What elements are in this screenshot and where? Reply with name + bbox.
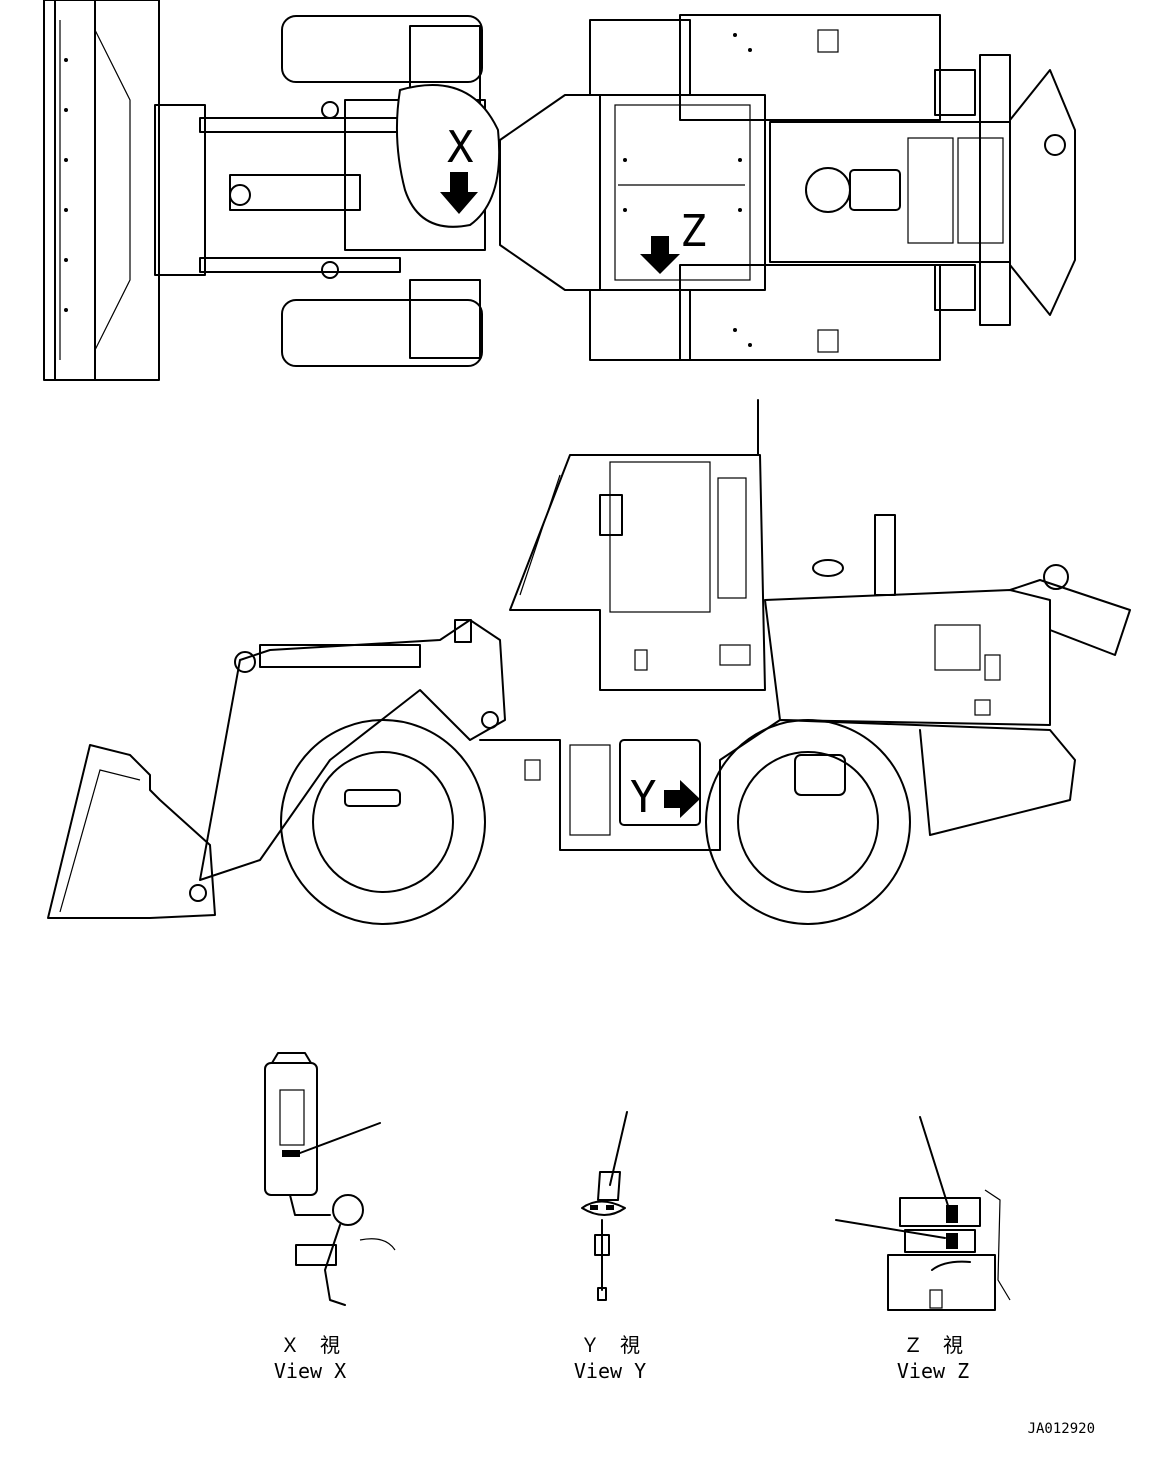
view-x-caption-jp: Ｘ 視 [280, 1333, 340, 1357]
arrow-down-icon [640, 236, 680, 274]
drawing-number: JA012920 [1028, 1421, 1095, 1437]
view-captions: Ｘ 視 View X Ｙ 視 View Y Ｚ 視 View Z [274, 1333, 969, 1383]
detail-view-y [581, 1111, 628, 1301]
callout-y-label: Y [630, 772, 657, 823]
cab-top: Z [499, 19, 766, 361]
lift-arms-top [199, 101, 401, 279]
view-z-caption: View Z [897, 1359, 969, 1383]
callout-y-box: Y [619, 739, 701, 826]
lift-cylinder [259, 644, 421, 668]
leader-line [835, 1219, 946, 1239]
detail-view-z [835, 1116, 1011, 1311]
front-tire-side [280, 719, 486, 925]
side-view: Y [47, 399, 1131, 925]
frame-side [479, 719, 1076, 851]
callout-z-label: Z [680, 206, 707, 257]
top-view: X Z [43, 0, 1076, 381]
bucket-side [47, 744, 216, 919]
view-y-caption-jp: Ｙ 視 [580, 1333, 640, 1357]
leader-line [609, 1111, 628, 1186]
engine-hood-side [764, 514, 1131, 726]
callout-x-balloon: X [395, 84, 501, 228]
arrow-down-icon [440, 172, 478, 214]
lift-arm-side [199, 619, 506, 881]
callout-x-label: X [447, 122, 474, 173]
cab-side [454, 399, 766, 691]
view-y-caption: View Y [574, 1359, 646, 1383]
leader-line [299, 1122, 381, 1154]
rear-tire-side [705, 719, 911, 925]
view-x-caption: View X [274, 1359, 346, 1383]
detail-view-x [264, 1052, 396, 1306]
leader-line [919, 1116, 951, 1213]
rear-body-top [679, 14, 1076, 361]
view-z-caption-jp: Ｚ 視 [903, 1333, 963, 1357]
bucket-top [43, 0, 206, 381]
arrow-right-icon [664, 780, 700, 818]
